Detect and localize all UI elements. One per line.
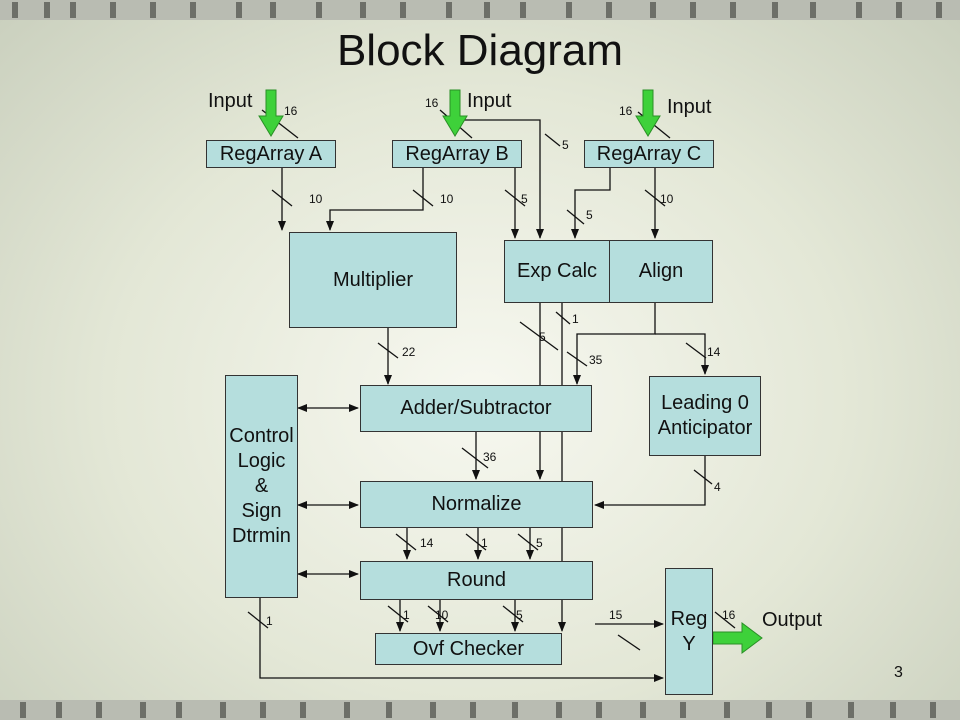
width-label: 14 bbox=[707, 345, 721, 359]
block-align: Align bbox=[609, 240, 713, 303]
wire-regc-expcalc bbox=[571, 168, 611, 239]
width-label: 36 bbox=[483, 450, 497, 464]
input-label-a: Input bbox=[208, 90, 253, 112]
output-label: Output bbox=[762, 609, 823, 631]
width-label: 35 bbox=[589, 353, 603, 367]
width-label: 10 bbox=[435, 608, 449, 622]
block-exp-calc: Exp Calc bbox=[504, 240, 610, 303]
input-label-b: Input bbox=[467, 90, 512, 112]
width-label: 15 bbox=[609, 608, 623, 622]
slide-title: Block Diagram bbox=[336, 26, 624, 75]
width-label: 5 bbox=[516, 608, 523, 622]
block-regarray-a: RegArray A bbox=[206, 140, 336, 168]
wire-leading0-normalize bbox=[594, 456, 706, 509]
input-arrow-c bbox=[635, 89, 661, 137]
width-label: 10 bbox=[440, 192, 454, 206]
top-decor-strip bbox=[0, 0, 960, 20]
width-label: 5 bbox=[586, 208, 593, 222]
block-regarray-b: RegArray B bbox=[392, 140, 522, 168]
width-label: 1 bbox=[266, 614, 273, 628]
width-label: 1 bbox=[481, 536, 488, 550]
width-label: 10 bbox=[660, 192, 674, 206]
width-label: 5 bbox=[521, 192, 528, 206]
width-label: 14 bbox=[420, 536, 434, 550]
width-label: 5 bbox=[536, 536, 543, 550]
width-label: 4 bbox=[714, 480, 721, 494]
width-label: 5 bbox=[562, 138, 569, 152]
block-round: Round bbox=[360, 561, 593, 600]
block-reg-y: Reg Y bbox=[665, 568, 713, 695]
wire-align-split bbox=[573, 302, 656, 385]
block-ovf-checker: Ovf Checker bbox=[375, 633, 562, 665]
width-label: 5 bbox=[539, 330, 546, 344]
input-label-c: Input bbox=[667, 96, 712, 118]
wire-align-leading0 bbox=[655, 333, 709, 375]
wire-input-to-expcalc bbox=[455, 119, 544, 239]
width-label: 16 bbox=[722, 608, 736, 622]
page-number: 3 bbox=[894, 664, 903, 681]
input-arrow-b bbox=[442, 89, 468, 137]
block-leading-zero-anticipator: Leading 0 Anticipator bbox=[649, 376, 761, 456]
bottom-decor-strip bbox=[0, 700, 960, 720]
width-label: 16 bbox=[284, 104, 298, 118]
wire-control-bottom bbox=[259, 598, 664, 682]
width-label: 1 bbox=[403, 608, 410, 622]
block-multiplier: Multiplier bbox=[289, 232, 457, 328]
block-control-logic: Control Logic & Sign Dtrmin bbox=[225, 375, 298, 598]
input-arrow-a bbox=[258, 89, 284, 137]
wire-regb-multiplier bbox=[326, 168, 424, 231]
width-label: 1 bbox=[572, 312, 579, 326]
block-normalize: Normalize bbox=[360, 481, 593, 528]
width-label: 22 bbox=[402, 345, 416, 359]
width-label: 16 bbox=[619, 104, 633, 118]
width-label: 10 bbox=[309, 192, 323, 206]
output-arrow bbox=[712, 622, 763, 654]
block-regarray-c: RegArray C bbox=[584, 140, 714, 168]
width-label: 16 bbox=[425, 96, 439, 110]
block-adder-subtractor: Adder/Subtractor bbox=[360, 385, 592, 432]
